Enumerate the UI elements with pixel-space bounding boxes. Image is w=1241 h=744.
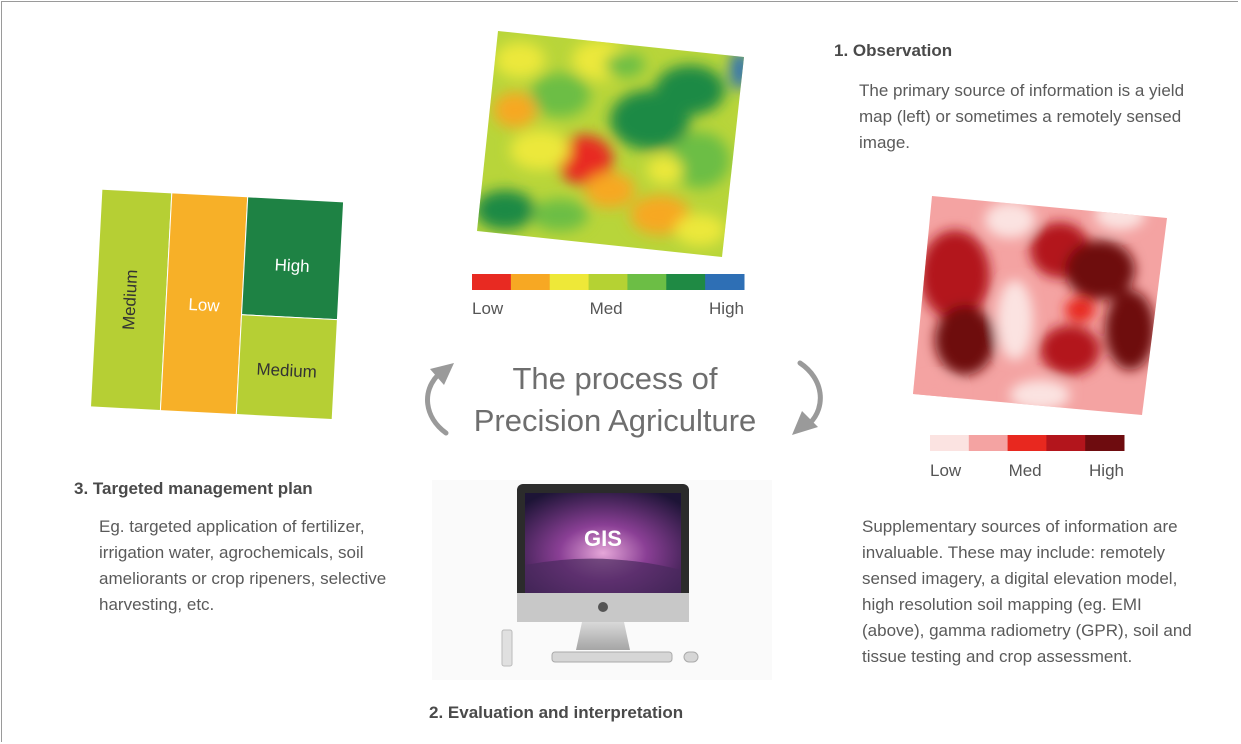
cycle-arrow-right xyxy=(792,360,823,435)
emi-legend-med: Med xyxy=(1008,461,1042,480)
gis-screen-label: GIS xyxy=(584,526,622,551)
management-text: Eg. targeted application of fertilizer, … xyxy=(99,517,387,614)
supplementary-text: Supplementary sources of information are… xyxy=(862,517,1192,666)
yield-legend-swatch xyxy=(666,274,706,290)
emi-legend-labels: Low Med High xyxy=(930,461,1124,481)
management-heading: 3. Targeted management plan xyxy=(74,479,313,498)
gis-computer: GIS xyxy=(432,480,772,680)
yield-legend-labels: Low Med High xyxy=(472,299,744,319)
cycle-arrow-left xyxy=(425,363,454,436)
emi-legend-bar xyxy=(930,435,1125,451)
management-zone-map: Medium Low High Medium xyxy=(89,188,345,421)
emi-legend-swatch xyxy=(1046,435,1086,451)
emi-legend-swatch xyxy=(968,435,1009,451)
centre-title: The process of Precision Agriculture xyxy=(440,358,790,442)
emi-legend-low: Low xyxy=(930,461,962,480)
yield-legend-swatch xyxy=(510,274,551,290)
speaker xyxy=(501,629,513,667)
keyboard xyxy=(551,651,673,663)
evaluation-heading: 2. Evaluation and interpretation xyxy=(429,703,684,722)
zone-left-label: Medium xyxy=(119,269,141,330)
yield-legend-swatch xyxy=(627,274,667,290)
observation-text: The primary source of information is a y… xyxy=(859,81,1185,152)
emi-legend-swatch xyxy=(1007,435,1047,451)
apple-logo-icon xyxy=(598,602,608,612)
observation-heading: 1. Observation xyxy=(834,41,953,60)
yield-legend-low: Low xyxy=(472,299,504,318)
yield-legend-swatch xyxy=(549,274,590,290)
yield-legend-swatch xyxy=(472,274,512,290)
yield-legend-bar xyxy=(472,274,745,290)
zone-middle-label: Low xyxy=(188,295,221,316)
zone-top-right-label: High xyxy=(274,255,310,276)
yield-legend-swatch xyxy=(588,274,628,290)
yield-legend-high: High xyxy=(709,299,744,318)
yield-legend-med: Med xyxy=(589,299,623,318)
emi-legend-swatch xyxy=(930,435,970,451)
emi-legend-high: High xyxy=(1089,461,1124,480)
yield-legend-swatch xyxy=(705,274,745,290)
centre-title-line-1: The process of xyxy=(512,361,718,396)
zone-bottom-right-label: Medium xyxy=(256,360,317,382)
emi-legend-swatch xyxy=(1085,435,1125,451)
mouse xyxy=(683,651,699,663)
zone-bottom-right xyxy=(235,314,338,421)
centre-title-line-2: Precision Agriculture xyxy=(473,403,757,438)
